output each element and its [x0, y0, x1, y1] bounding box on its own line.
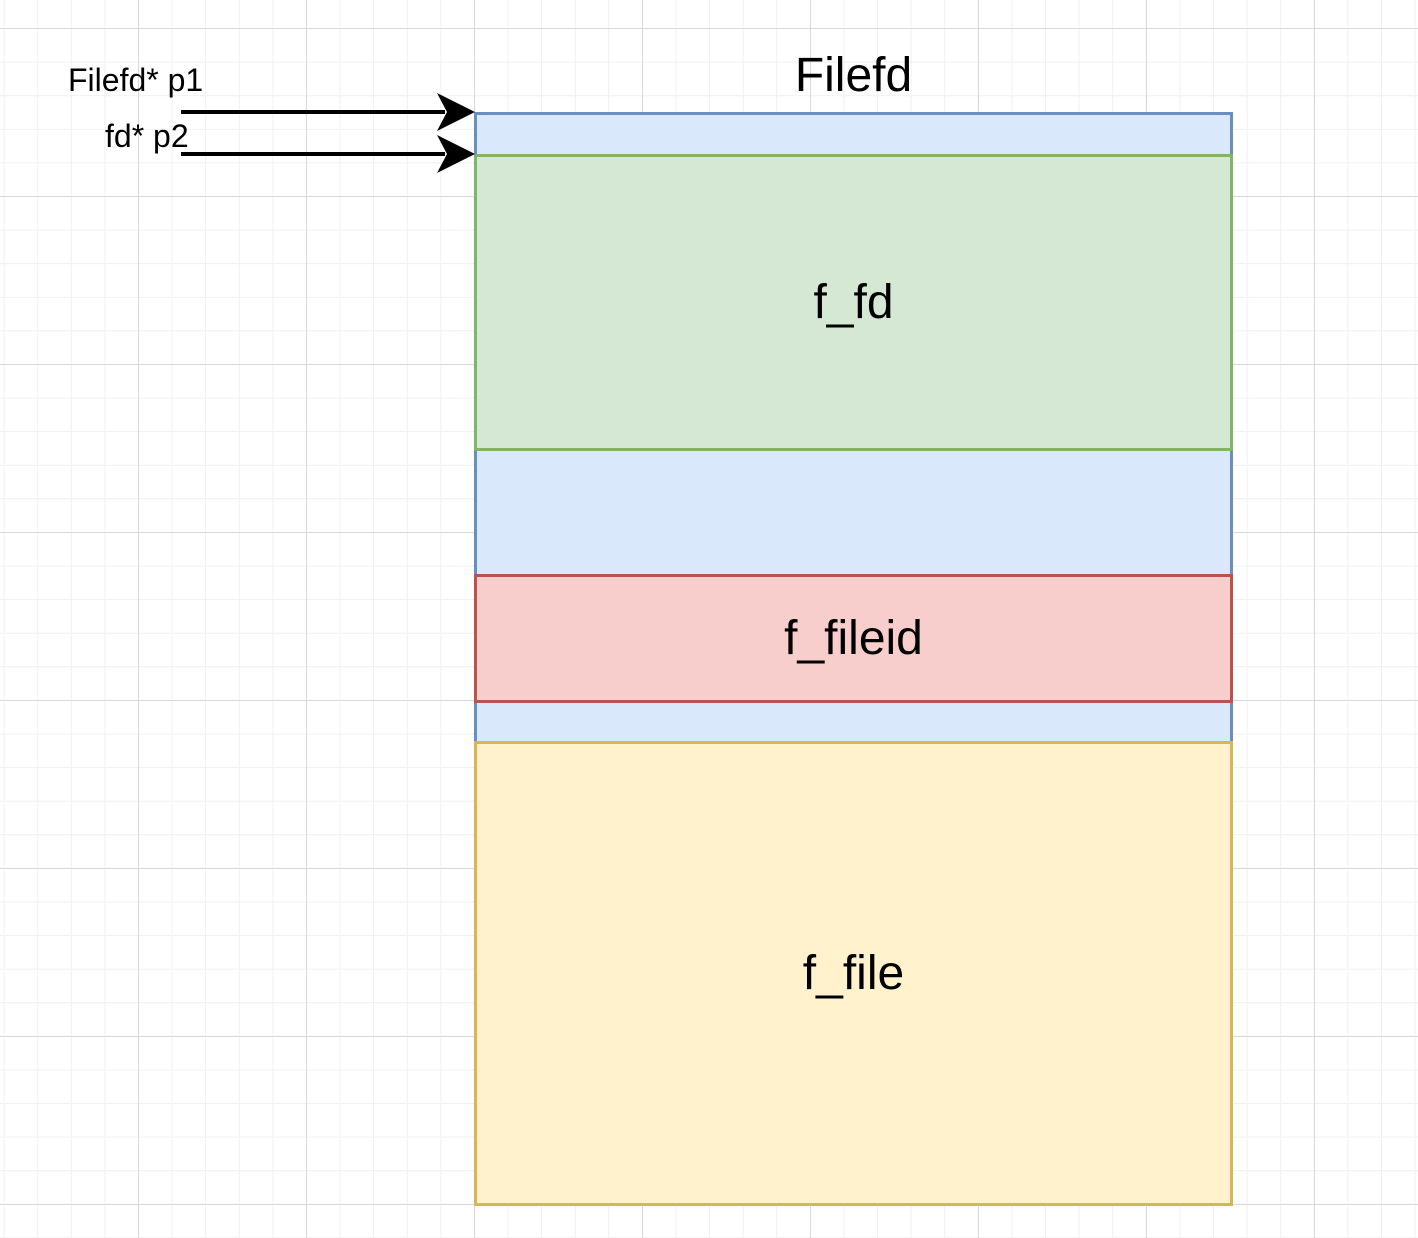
f-fileid-label: f_fileid	[784, 612, 923, 665]
arrowhead-icon	[437, 93, 475, 131]
f-fileid-field-box[interactable]: f_fileid	[474, 574, 1233, 703]
arrow-p2[interactable]	[181, 135, 475, 173]
pointer-label-p1: Filefd* p1	[68, 62, 204, 98]
struct-title: Filefd	[794, 49, 913, 102]
f-fd-field-box[interactable]: f_fd	[474, 154, 1233, 451]
f-file-label: f_file	[802, 947, 905, 1000]
arrow-p1[interactable]	[181, 93, 475, 131]
f-fd-label: f_fd	[813, 276, 894, 329]
pointer-label-p2: fd* p2	[105, 118, 189, 154]
f-file-field-box[interactable]: f_file	[474, 741, 1233, 1206]
arrowhead-icon	[437, 135, 475, 173]
